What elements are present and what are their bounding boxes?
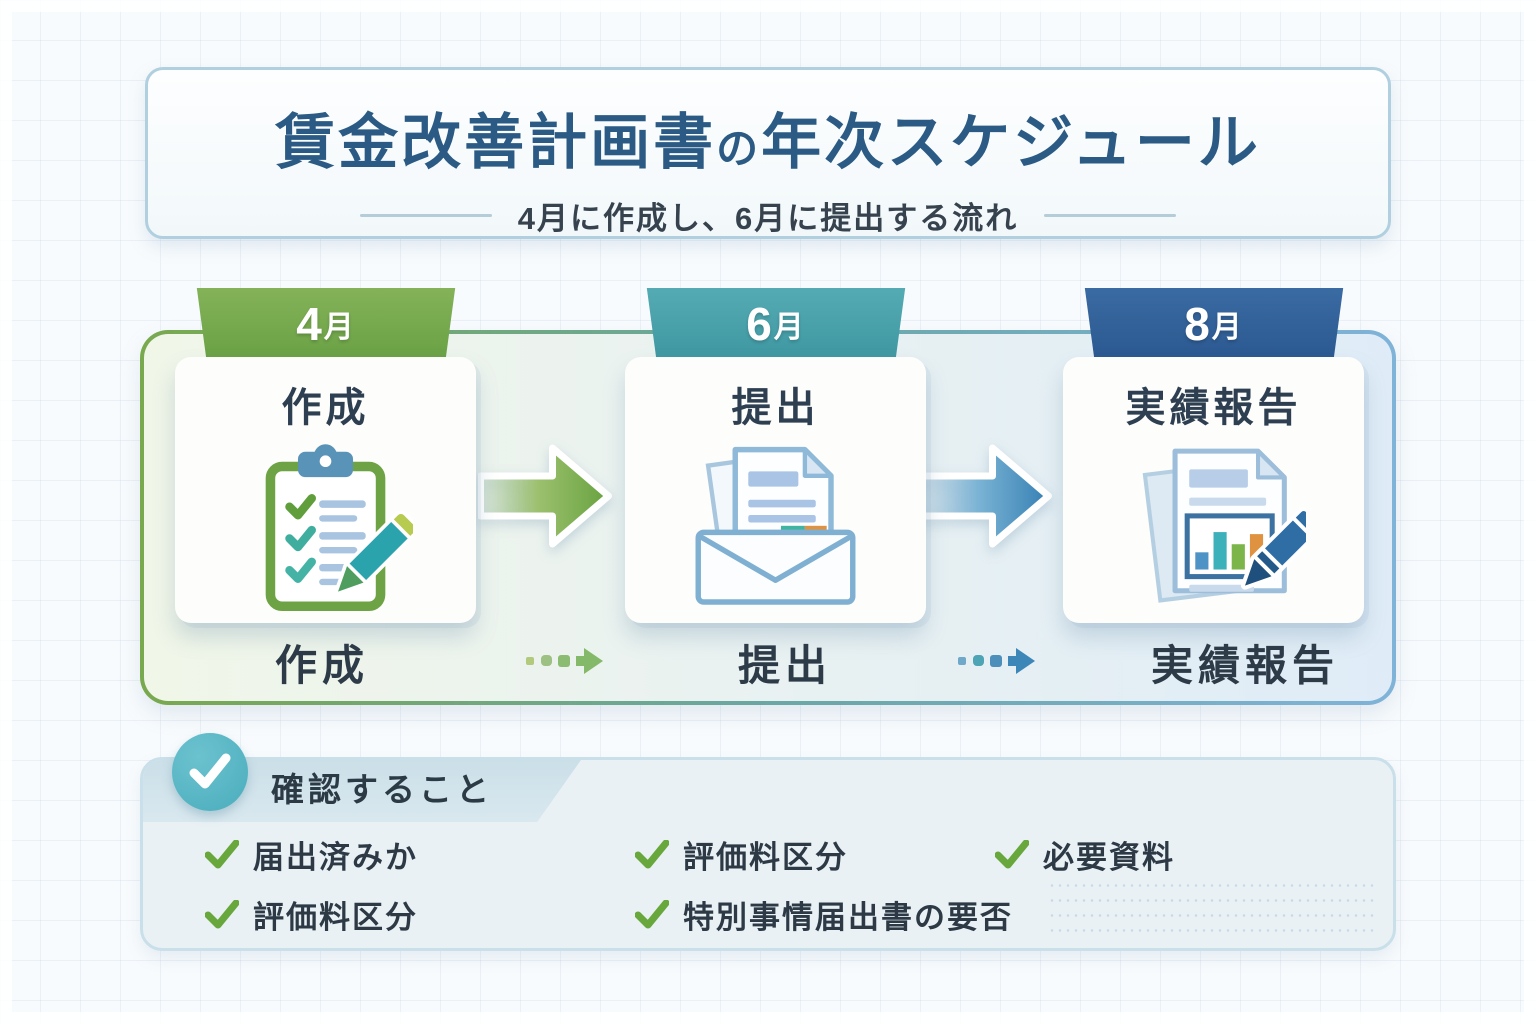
step-title: 実績報告 <box>1125 386 1302 430</box>
faint-text-texture <box>1048 878 1378 938</box>
header-card: 賃金改善計画書の年次スケジュール 4月に作成し、6月に提出する流れ <box>145 67 1391 239</box>
checklist-item: 届出済みか <box>205 832 418 877</box>
subtitle-divider-left <box>359 214 492 217</box>
step-card-report: 実績報告 <box>1063 357 1364 623</box>
month-number: 6 <box>746 297 774 350</box>
checklist-item: 必要資料 <box>995 832 1175 877</box>
dotted-arrow-blue-icon <box>958 648 1035 674</box>
month-suffix: 月 <box>1211 310 1244 344</box>
month-suffix: 月 <box>323 310 356 344</box>
step-card-create: 作成 <box>175 357 476 623</box>
month-number: 8 <box>1184 297 1212 350</box>
step-title: 提出 <box>731 386 820 430</box>
checklist-badge-check-icon <box>172 733 248 811</box>
subtitle-divider-right <box>1044 214 1177 217</box>
flow-label-create: 作成 <box>274 642 370 689</box>
checklist-item: 評価料区分 <box>635 832 848 877</box>
check-icon <box>995 839 1029 868</box>
report-chart-pen-icon <box>1063 439 1364 616</box>
checklist-item: 評価料区分 <box>205 892 418 937</box>
check-icon <box>635 839 669 868</box>
month-suffix: 月 <box>773 310 806 344</box>
checklist-panel: 確認すること 届出済みか 評価料区分 評価料区分 特別事情届出書の要否 必要資料 <box>140 757 1396 951</box>
dotted-arrow-green-icon <box>526 648 603 674</box>
arrow-april-to-june <box>478 444 612 548</box>
envelope-documents-icon <box>625 439 926 622</box>
check-icon <box>635 899 669 928</box>
month-number: 4 <box>296 297 324 350</box>
arrow-june-to-august <box>918 444 1052 548</box>
checklist-title: 確認すること <box>271 771 493 808</box>
check-icon <box>205 839 239 868</box>
step-card-submit: 提出 <box>625 357 926 623</box>
clipboard-checklist-icon <box>175 439 476 624</box>
check-icon <box>205 899 239 928</box>
checklist-item: 特別事情届出書の要否 <box>635 892 1013 937</box>
step-title: 作成 <box>281 386 370 430</box>
page-title: 賃金改善計画書の年次スケジュール <box>275 109 1261 176</box>
subtitle-row: 4月に作成し、6月に提出する流れ <box>148 193 1388 238</box>
page-subtitle: 4月に作成し、6月に提出する流れ <box>517 201 1019 236</box>
flow-label-report: 実績報告 <box>1150 642 1340 689</box>
flow-label-submit: 提出 <box>737 642 833 689</box>
